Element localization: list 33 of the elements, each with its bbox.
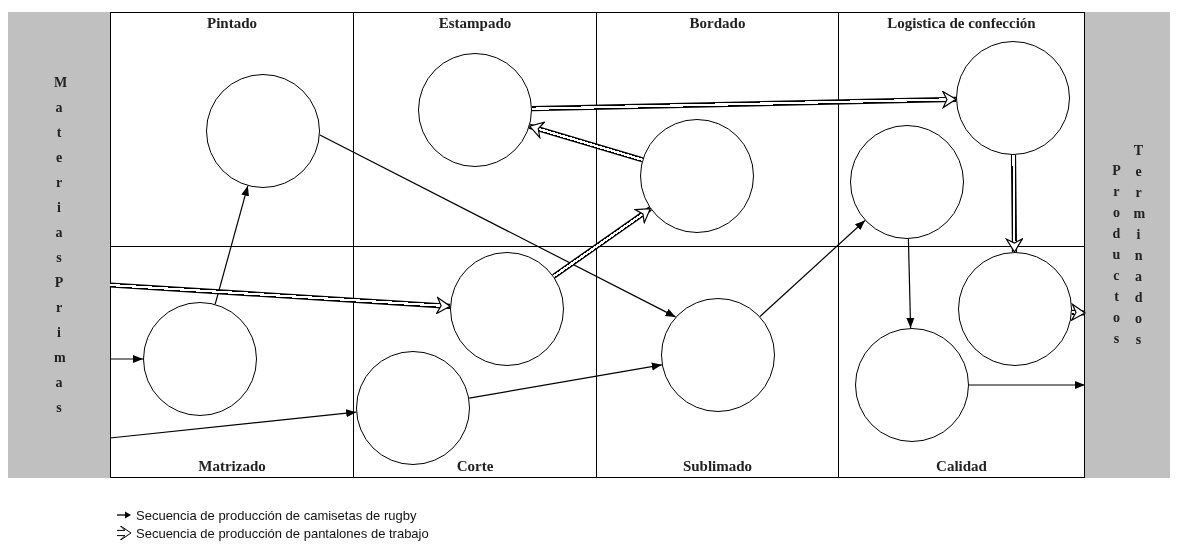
arrow [319, 134, 677, 318]
side-band [1085, 12, 1170, 478]
arrow [109, 409, 357, 439]
double-arrow [109, 282, 451, 315]
vertical-label: Materias Primas [53, 74, 65, 417]
cell-heading: Matrizado [197, 458, 267, 475]
vertical-label: Productos [1111, 161, 1122, 348]
cell-heading: Logistica de confección [886, 15, 1037, 32]
process-cell [838, 246, 1085, 478]
arrow [468, 362, 663, 399]
arrow [759, 219, 866, 318]
arrow [906, 238, 915, 329]
vertical-label: Terminados [1133, 142, 1144, 349]
cell-heading: Sublimado [681, 458, 754, 475]
cell-heading: Pintado [206, 15, 258, 32]
double-arrow [552, 206, 652, 279]
process-cell [110, 12, 354, 247]
arrow [214, 185, 249, 305]
double-arrow [528, 121, 644, 163]
double-arrow [1005, 154, 1023, 253]
double-arrow [1071, 303, 1086, 321]
arrow [109, 355, 144, 363]
double-arrow [531, 91, 957, 112]
cell-heading: Calidad [935, 458, 988, 475]
cell-heading: Bordado [688, 15, 747, 32]
cell-heading: Corte [455, 458, 495, 475]
legend-text: Secuencia de producción de camisetas de rugby [136, 507, 417, 523]
process-cell [110, 246, 354, 478]
arrow [968, 381, 1086, 389]
process-cell [838, 12, 1085, 247]
legend-text: Secuencia de producción de pantalones de trabajo [136, 525, 429, 541]
side-band [8, 12, 110, 478]
cell-heading: Estampado [437, 15, 513, 32]
